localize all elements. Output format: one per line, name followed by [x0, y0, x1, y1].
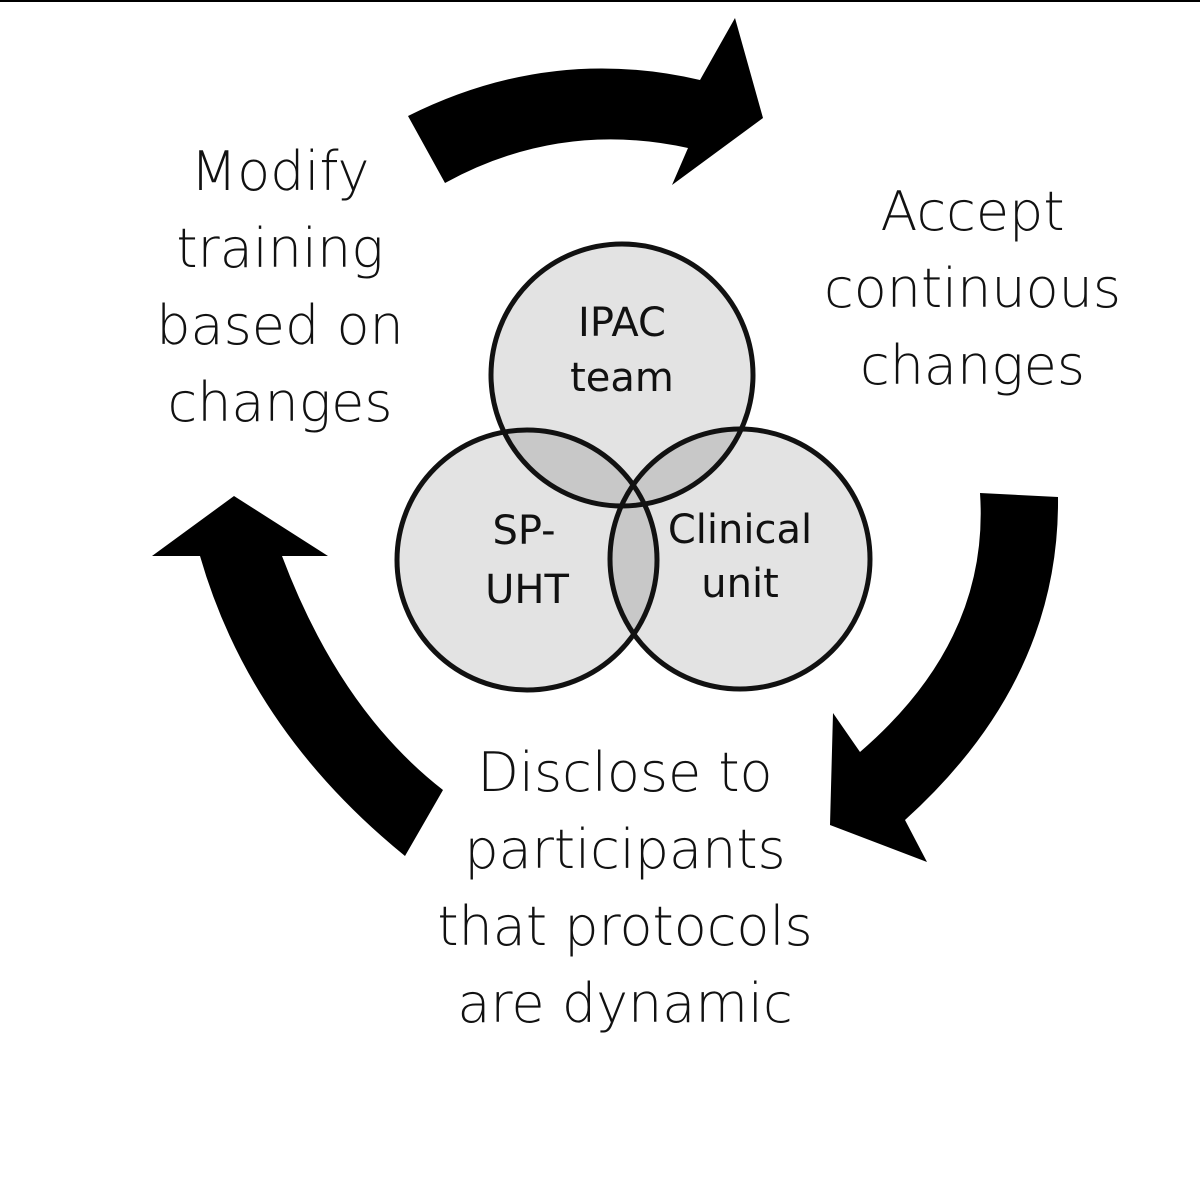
outline-sp-uht: [394, 427, 660, 693]
step-modify-line4: changes: [167, 371, 393, 434]
venn-label-top-line2: team: [570, 355, 674, 401]
step-accept-line2: continuous: [824, 257, 1121, 320]
step-disclose-line4: are dynamic: [457, 972, 793, 1035]
venn-label-right-line2: unit: [701, 561, 779, 607]
step-accept-changes: Accept continuous changes: [800, 173, 1145, 404]
arrow-right-icon: [830, 493, 1059, 862]
arrow-left-icon: [152, 496, 443, 856]
venn-label-left-line1: SP-: [492, 508, 555, 554]
overlap-top-left: [491, 430, 657, 506]
step-accept-line1: Accept: [880, 180, 1065, 243]
step-disclose-line3: that protocols: [437, 895, 813, 958]
venn-diagram: IPAC team SP- UHT Clinical unit: [394, 241, 873, 693]
step-modify-training: Modify training based on changes: [110, 133, 450, 441]
arrow-top-icon: [408, 18, 763, 185]
step-disclose-line1: Disclose to: [477, 741, 773, 804]
step-disclose-line2: participants: [464, 818, 786, 881]
step-modify-line3: based on: [156, 294, 404, 357]
outline-clinical-unit: [607, 426, 873, 692]
venn-label-left-line2: UHT: [485, 567, 569, 613]
venn-label-top-line1: IPAC: [578, 300, 666, 346]
step-modify-line1: Modify: [190, 140, 370, 203]
step-disclose-participants: Disclose to participants that protocols …: [400, 734, 850, 1042]
step-accept-line3: changes: [860, 334, 1085, 397]
step-modify-line2: training: [176, 217, 384, 280]
venn-label-right-line1: Clinical: [668, 507, 812, 553]
top-border: [0, 0, 1200, 2]
